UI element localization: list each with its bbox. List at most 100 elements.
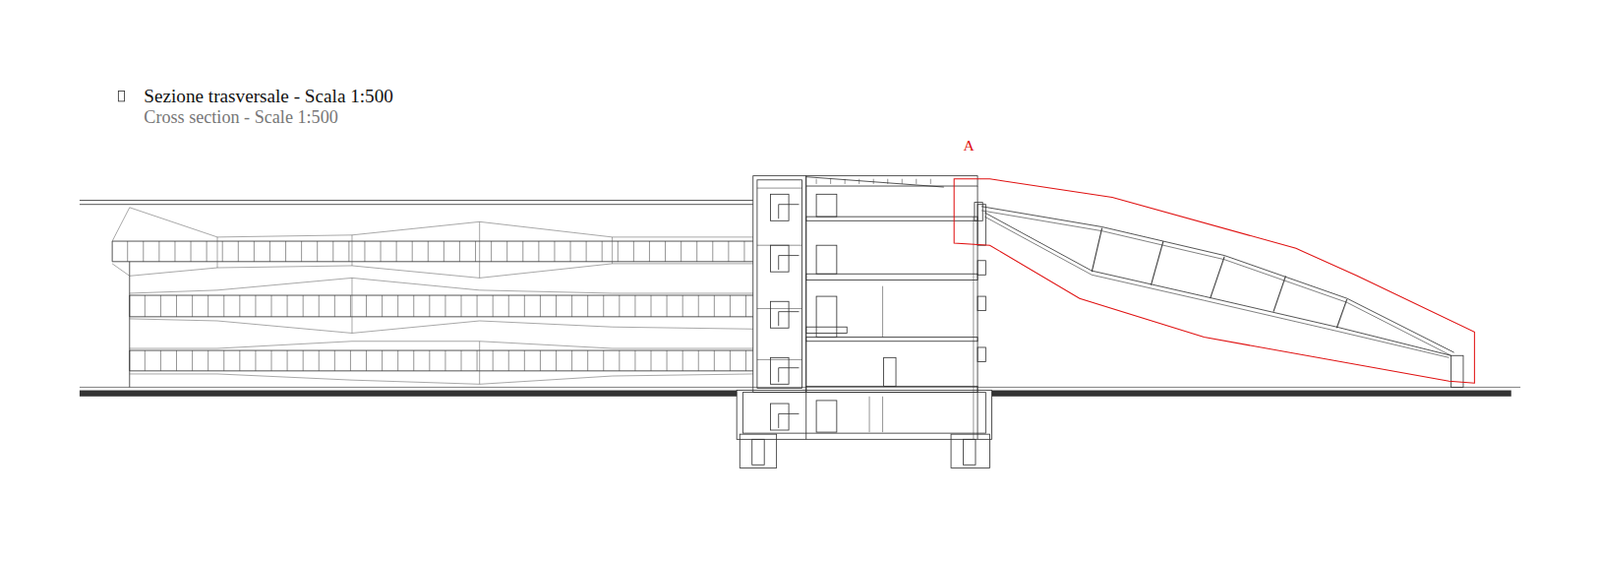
section-line: [271, 350, 273, 371]
section-line: [757, 187, 803, 189]
section-line: [144, 350, 146, 371]
section-line: [617, 240, 619, 262]
section-line: [618, 295, 620, 317]
section-rect: [806, 337, 978, 342]
section-path: [129, 277, 754, 294]
section-line: [476, 295, 478, 317]
section-path: [778, 367, 800, 383]
section-line: [474, 240, 476, 262]
section-path: [981, 210, 1451, 356]
section-line: [713, 350, 715, 371]
section-rect: [753, 176, 807, 393]
section-line: [112, 240, 754, 242]
section-rect: [816, 244, 837, 274]
section-line: [698, 350, 700, 371]
drawing-title: Sezione trasversale - Scala 1:500: [143, 85, 394, 107]
section-line: [176, 350, 178, 371]
section-line: [476, 350, 478, 371]
section-rect: [963, 438, 976, 465]
section-path: [129, 341, 754, 349]
section-path: [778, 413, 800, 428]
section-line: [223, 350, 225, 371]
section-line: [858, 178, 860, 184]
section-line: [128, 261, 130, 388]
section-path: [981, 206, 1454, 353]
section-rect: [770, 403, 789, 430]
section-line: [160, 350, 162, 371]
section-line: [757, 307, 803, 309]
section-line: [428, 295, 430, 317]
section-line: [413, 295, 415, 317]
section-line: [570, 240, 572, 262]
section-line: [649, 240, 651, 262]
section-line: [79, 386, 1521, 388]
section-line: [316, 240, 318, 262]
section-line: [444, 295, 446, 317]
section-line: [461, 350, 463, 371]
section-line: [397, 295, 399, 317]
section-line: [571, 295, 573, 317]
section-path: [778, 255, 800, 271]
section-line: [79, 199, 754, 201]
section-line: [365, 295, 367, 317]
section-path: [217, 237, 219, 268]
section-line: [506, 240, 508, 262]
section-path: [778, 311, 800, 327]
section-line: [745, 350, 747, 371]
section-line: [553, 240, 555, 262]
section-rect: [816, 400, 837, 432]
section-rect: [739, 433, 776, 468]
section-line: [443, 240, 445, 262]
section-rect: [757, 179, 803, 389]
section-line: [413, 350, 415, 371]
section-line: [555, 295, 557, 317]
section-line: [729, 350, 731, 371]
section-line: [844, 178, 846, 184]
section-line: [350, 295, 352, 317]
section-line: [285, 240, 287, 262]
section-line: [508, 350, 510, 371]
section-line: [522, 240, 524, 262]
section-path: [112, 263, 754, 279]
section-rect: [752, 438, 765, 465]
section-line: [381, 295, 383, 317]
section-line: [1273, 275, 1286, 311]
section-rect: [816, 193, 837, 217]
section-line: [363, 240, 365, 262]
section-line: [1150, 240, 1163, 286]
section-line: [461, 295, 463, 317]
section-line: [666, 350, 668, 371]
section-line: [112, 260, 754, 262]
section-path: [984, 216, 1449, 357]
section-line: [1210, 256, 1226, 299]
section-line: [112, 240, 114, 262]
section-line: [237, 240, 239, 262]
section-line: [743, 240, 745, 262]
section-line: [129, 295, 754, 297]
section-line: [664, 240, 666, 262]
section-line: [882, 396, 884, 432]
section-rect: [816, 296, 837, 338]
section-line: [142, 240, 144, 262]
section-line: [79, 203, 754, 205]
section-path: [351, 277, 353, 333]
section-line: [427, 240, 429, 262]
section-rect: [770, 193, 789, 221]
section-line: [587, 295, 589, 317]
section-line: [190, 240, 192, 262]
section-line: [207, 350, 209, 371]
ground-bar: [992, 390, 1512, 397]
section-path: [351, 235, 353, 266]
section-rect: [742, 392, 986, 434]
section-line: [238, 350, 240, 371]
section-line: [253, 240, 255, 262]
section-line: [158, 240, 160, 262]
section-path: [778, 204, 800, 220]
section-line: [350, 350, 352, 371]
section-line: [1336, 298, 1347, 328]
section-line: [300, 240, 302, 262]
section-line: [176, 295, 178, 317]
section-rect: [977, 296, 986, 311]
section-line: [915, 178, 917, 184]
section-line: [524, 350, 526, 371]
